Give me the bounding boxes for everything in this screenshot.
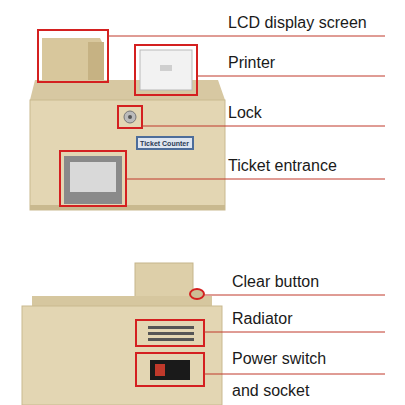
- name-plate-inner: [138, 138, 192, 148]
- power-socket: [150, 360, 190, 380]
- nameplate-text: Ticket Counter: [140, 139, 189, 148]
- callout-box: [118, 106, 142, 128]
- leader-lines: [108, 36, 385, 179]
- callout-box: [60, 151, 126, 206]
- part-label: Clear button: [232, 272, 319, 292]
- callout-box: [136, 353, 204, 386]
- machine-back: [22, 306, 222, 405]
- lcd-housing: [42, 38, 104, 80]
- ticket-tray: [70, 162, 116, 192]
- part-label: LCD display screen: [228, 13, 367, 33]
- callout-box: [136, 320, 204, 346]
- part-label: Radiator: [232, 309, 292, 329]
- clear-button: [190, 289, 204, 299]
- part-label: Power switch and socket: [232, 343, 344, 405]
- ticket-entrance: [64, 156, 122, 204]
- machine-front: [30, 100, 225, 210]
- lock-keyhole: [128, 115, 132, 119]
- lcd-side: [88, 42, 104, 80]
- lock-symbol: [124, 111, 136, 123]
- part-label: Lock: [228, 103, 262, 123]
- callout-box: [38, 30, 108, 82]
- name-plate: [136, 136, 194, 150]
- printer-slot: [160, 65, 172, 71]
- part-label: Printer: [228, 53, 275, 73]
- part-label: Ticket entrance: [228, 156, 337, 176]
- radiator-vents: [148, 326, 194, 341]
- power-switch: [155, 364, 165, 376]
- callout-box: [135, 45, 197, 95]
- printer-unit: [140, 50, 192, 90]
